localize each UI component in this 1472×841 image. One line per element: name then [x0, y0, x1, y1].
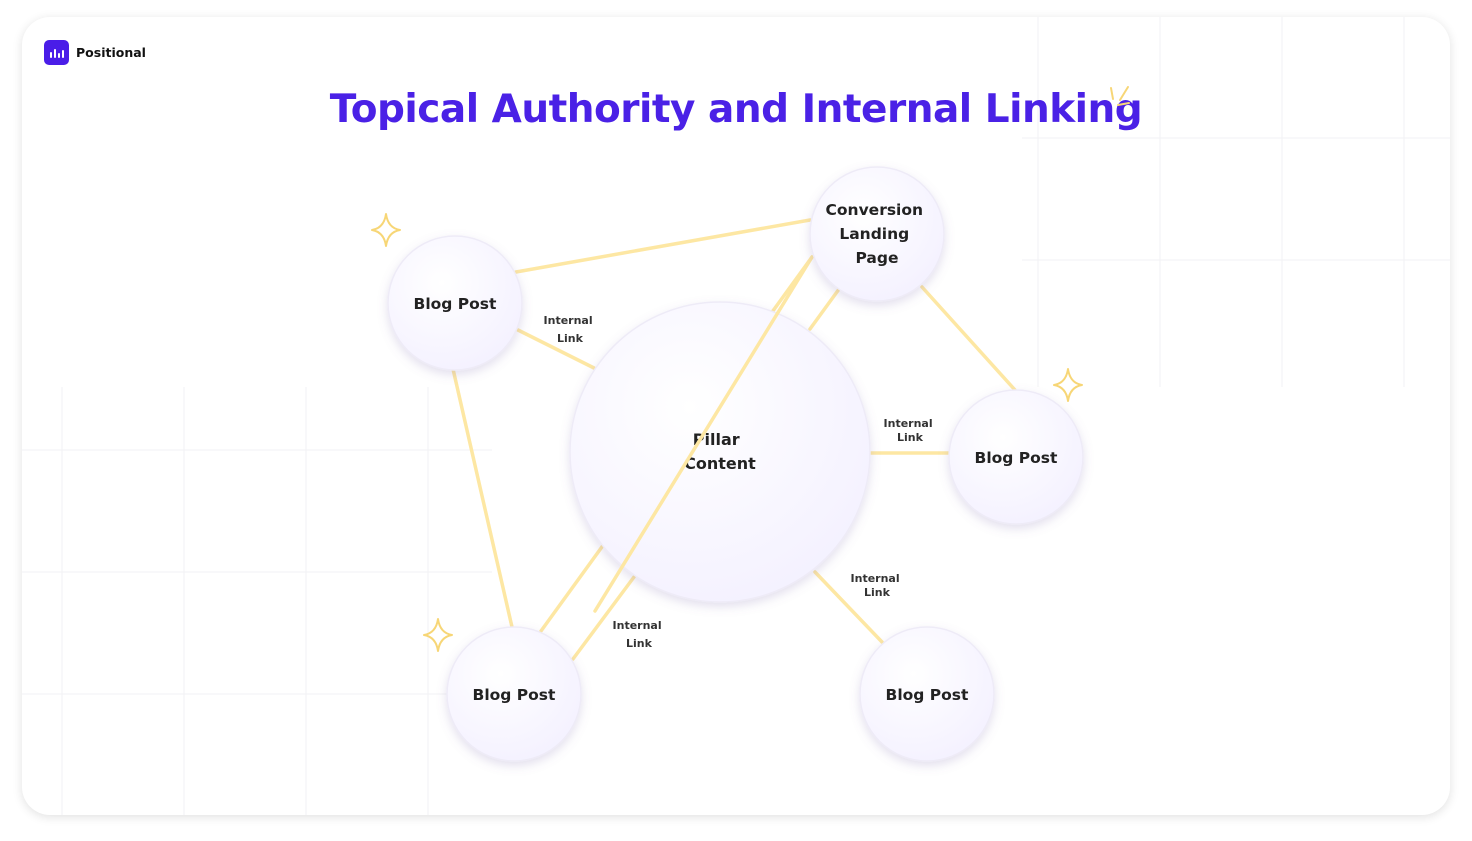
edge-pillar-to-blog-bottom-right [813, 570, 884, 644]
node-label-line: Conversion [826, 201, 924, 219]
node-label: Blog Post [414, 295, 498, 313]
brand[interactable]: Positional [44, 40, 146, 65]
node-blog-post-right[interactable]: Blog Post [948, 389, 1084, 525]
page-title: Topical Authority and Internal Linking [329, 87, 1143, 132]
node-blog-post-top-left[interactable]: Blog Post [387, 235, 523, 371]
node-label: Blog Post [473, 686, 557, 704]
brand-name: Positional [76, 45, 146, 60]
node-label: Blog Post [975, 449, 1059, 467]
slide-card: Positional Topical Authority and Interna… [22, 17, 1450, 815]
node-conversion-landing-page[interactable]: Conversion Landing Page [809, 166, 945, 302]
edge-blog-top-left-to-blog-bottom-left [451, 367, 514, 629]
node-label-line: Content [684, 454, 756, 473]
edge-blog-top-left-to-pillar [516, 328, 596, 370]
link-label-right: Internal Link [884, 417, 937, 444]
svg-text:Conversion Landing: Conversion Landing Page [826, 201, 929, 267]
node-label-line: Page [855, 249, 898, 267]
node-label-line: Landing [839, 225, 909, 243]
node-pillar-content[interactable]: Pillar Content [569, 301, 871, 603]
sparkle-icon [1053, 368, 1083, 402]
sparkle-icon [371, 213, 401, 247]
link-label-top-left: Internal Link [544, 314, 597, 345]
edge-landing-to-blog-right [920, 285, 1017, 392]
edge-blog-bottom-left-to-landing-front [593, 255, 814, 613]
background-grid [22, 17, 1450, 815]
bar-chart-icon [44, 40, 69, 65]
link-label-bottom-left: Internal Link [613, 619, 666, 650]
node-blog-post-bottom-left[interactable]: Blog Post [446, 626, 582, 762]
sparkle-icon [423, 618, 453, 652]
link-label-bottom-right: Internal Link [851, 572, 904, 599]
edge-blog-top-left-to-landing [514, 218, 812, 274]
edge-pillar-to-landing [808, 283, 844, 331]
node-blog-post-bottom-right[interactable]: Blog Post [859, 626, 995, 762]
link-diagram: Pillar Content Conversion Landing Page B… [371, 86, 1130, 762]
accent-strokes-icon [1110, 86, 1130, 106]
edge-pillar-to-blog-bottom-left [571, 575, 636, 661]
node-label: Blog Post [886, 686, 970, 704]
